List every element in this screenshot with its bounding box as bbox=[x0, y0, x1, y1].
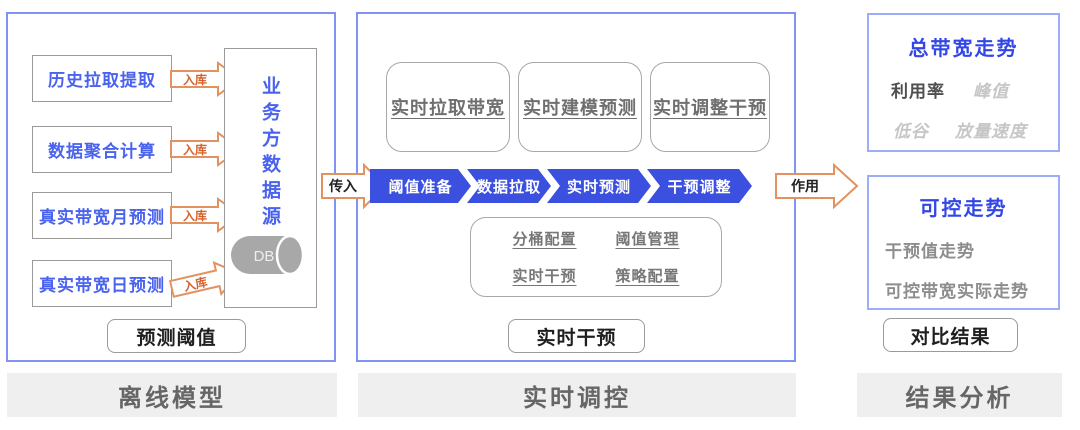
controllable-actual-trend-label: 可控带宽实际走势 bbox=[885, 282, 1029, 301]
intervention-value-trend-label: 干预值走势 bbox=[885, 242, 975, 261]
realtime-control-banner: 实时调控 bbox=[358, 373, 796, 417]
ramp-speed-label: 放量速度 bbox=[955, 122, 1027, 141]
apply-arrow-icon: 作用 bbox=[775, 163, 859, 209]
card-label: 实时拉取带宽 bbox=[391, 98, 505, 118]
card-label: 实时调整干预 bbox=[653, 98, 767, 118]
config-item-strategy: 策略配置 bbox=[615, 268, 680, 285]
realtime-intervention-pill: 实时干预 bbox=[508, 319, 645, 353]
result-analysis-banner-label: 结果分析 bbox=[905, 384, 1014, 412]
peak-label: 峰值 bbox=[973, 82, 1009, 101]
config-item-intervention: 实时干预 bbox=[512, 268, 577, 285]
offline-model-banner: 离线模型 bbox=[7, 373, 337, 417]
pipeline-step-label: 干预调整 bbox=[667, 178, 732, 196]
pipeline-step-intervention-adjust: 干预调整 bbox=[647, 169, 752, 203]
card-realtime-pull-bandwidth: 实时拉取带宽 bbox=[386, 62, 510, 152]
config-item-threshold: 阈值管理 bbox=[615, 231, 680, 248]
comparison-result-label: 对比结果 bbox=[910, 326, 991, 348]
ingest-arrow-icon: 入库 bbox=[170, 131, 242, 167]
result-analysis-banner: 结果分析 bbox=[857, 373, 1062, 417]
ingest-arrow-icon: 入库 bbox=[170, 197, 242, 233]
controllable-trend-title: 可控走势 bbox=[919, 198, 1008, 220]
business-datasource-label: 业务方数据源 bbox=[259, 76, 280, 232]
pipeline-step-label: 实时预测 bbox=[566, 178, 631, 196]
card-label: 实时建模预测 bbox=[523, 98, 637, 118]
realtime-intervention-label: 实时干预 bbox=[536, 327, 617, 349]
source-box-data-aggregation: 数据聚合计算 bbox=[32, 126, 172, 173]
config-item-bucket: 分桶配置 bbox=[512, 231, 577, 248]
pipeline-step-realtime-predict: 实时预测 bbox=[547, 169, 651, 203]
prediction-threshold-pill: 预测阈值 bbox=[107, 319, 246, 353]
source-box-monthly-forecast: 真实带宽月预测 bbox=[32, 192, 172, 239]
source-box-label: 历史拉取提取 bbox=[48, 71, 156, 90]
svg-text:入库: 入库 bbox=[182, 274, 209, 294]
realtime-control-banner-label: 实时调控 bbox=[523, 384, 631, 412]
ingest-arrow-icon: 入库 bbox=[168, 261, 241, 298]
utilization-label: 利用率 bbox=[891, 82, 945, 101]
pipeline-step-label: 阈值准备 bbox=[388, 178, 453, 196]
card-realtime-adjust-intervention: 实时调整干预 bbox=[650, 62, 770, 152]
pipeline-step-label: 数据拉取 bbox=[476, 178, 541, 196]
source-box-label: 真实带宽月预测 bbox=[39, 208, 165, 227]
source-box-history-pull: 历史拉取提取 bbox=[32, 55, 172, 102]
svg-text:入库: 入库 bbox=[183, 72, 207, 87]
pipeline-step-threshold-prep: 阈值准备 bbox=[370, 169, 471, 203]
pipeline-step-data-pull: 数据拉取 bbox=[467, 169, 551, 203]
controllable-trend-box: 可控走势 干预值走势 可控带宽实际走势 bbox=[867, 175, 1060, 310]
svg-text:入库: 入库 bbox=[183, 142, 207, 157]
total-bandwidth-trend-box: 总带宽走势 利用率 峰值 低谷 放量速度 bbox=[867, 13, 1060, 152]
total-bandwidth-trend-title: 总带宽走势 bbox=[908, 38, 1019, 60]
database-cylinder-icon: DB bbox=[231, 235, 305, 275]
source-box-label: 数据聚合计算 bbox=[48, 142, 156, 161]
valley-label: 低谷 bbox=[893, 122, 929, 141]
svg-text:作用: 作用 bbox=[791, 178, 819, 194]
svg-text:入库: 入库 bbox=[183, 208, 207, 223]
comparison-result-pill: 对比结果 bbox=[883, 318, 1018, 352]
realtime-config-box: 分桶配置 阈值管理 实时干预 策略配置 bbox=[470, 217, 722, 297]
card-realtime-model-predict: 实时建模预测 bbox=[518, 62, 642, 152]
source-box-label: 真实带宽日预测 bbox=[39, 276, 165, 295]
svg-text:DB: DB bbox=[254, 248, 275, 265]
source-box-daily-forecast: 真实带宽日预测 bbox=[32, 260, 172, 307]
svg-text:传入: 传入 bbox=[328, 178, 357, 194]
offline-model-banner-label: 离线模型 bbox=[118, 384, 226, 412]
prediction-threshold-label: 预测阈值 bbox=[136, 327, 217, 349]
